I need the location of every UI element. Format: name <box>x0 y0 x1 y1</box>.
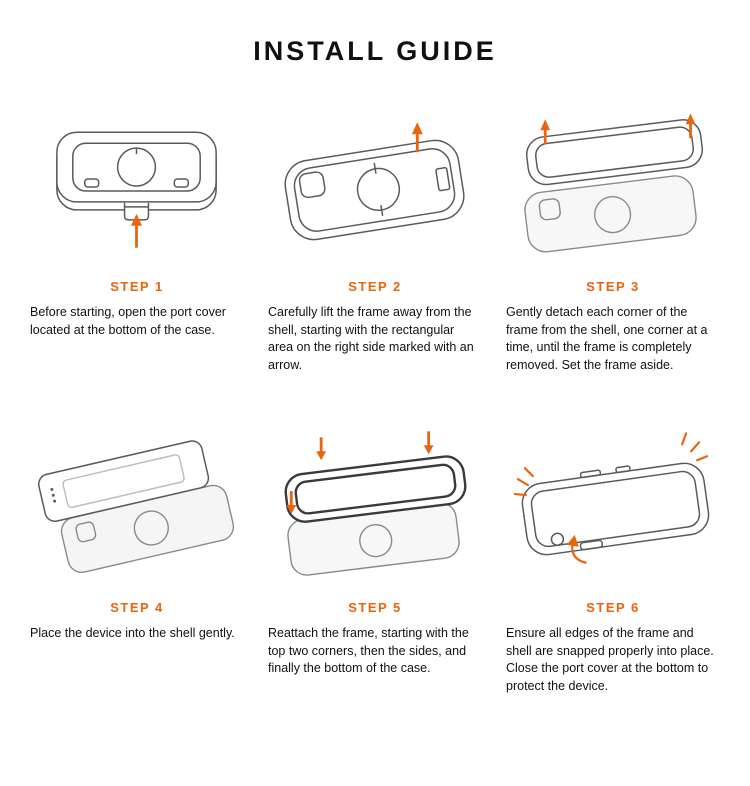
step-label: STEP 5 <box>348 600 402 615</box>
step4-diagram-svg <box>37 439 235 573</box>
step2-diagram-svg <box>284 121 465 240</box>
step6-diagram-svg <box>513 431 710 564</box>
step-description: Gently detach each corner of the frame f… <box>506 305 708 372</box>
page-title: INSTALL GUIDE <box>253 36 497 66</box>
step-label: STEP 6 <box>586 600 640 615</box>
device-into-shell-illustration <box>30 426 244 586</box>
frame-lift-from-shell-illustration <box>268 105 482 265</box>
assembled-case-snap-check-illustration <box>506 426 720 586</box>
step-description: Carefully lift the frame away from the s… <box>268 305 474 372</box>
install-guide-page: INSTALL GUIDE <box>0 36 750 695</box>
step-description: Reattach the frame, starting with the to… <box>268 626 469 675</box>
step-description: Place the device into the shell gently. <box>30 626 235 640</box>
step5-diagram-svg <box>284 430 467 576</box>
step-cell-6: STEP 6 Ensure all edges of the frame and… <box>506 426 720 695</box>
step-cell-1: STEP 1 Before starting, open the port co… <box>30 105 244 374</box>
up-arrow-icon <box>540 112 696 144</box>
step-label: STEP 1 <box>110 279 164 294</box>
frame-reattach-illustration <box>268 426 482 586</box>
step-cell-4: STEP 4 Place the device into the shell g… <box>30 426 244 695</box>
step-cell-5: STEP 5 Reattach the frame, starting with… <box>268 426 482 695</box>
up-arrow-icon <box>411 121 423 152</box>
step-cell-2: STEP 2 Carefully lift the frame away fro… <box>268 105 482 374</box>
step-label: STEP 3 <box>586 279 640 294</box>
step-label: STEP 4 <box>110 600 164 615</box>
step3-diagram-svg <box>524 112 704 252</box>
step-cell-3: STEP 3 Gently detach each corner of the … <box>506 105 720 374</box>
down-arrow-icon <box>286 430 434 514</box>
case-bottom-port-cover-open-illustration <box>30 105 244 265</box>
step-label: STEP 2 <box>348 279 402 294</box>
up-arrow-icon <box>131 213 142 248</box>
steps-grid: STEP 1 Before starting, open the port co… <box>30 105 720 695</box>
snap-tick-marks-icon <box>513 431 709 496</box>
step1-diagram-svg <box>56 131 217 248</box>
step-description: Ensure all edges of the frame and shell … <box>506 626 714 693</box>
step-description: Before starting, open the port cover loc… <box>30 305 226 337</box>
frame-corner-detach-illustration <box>506 105 720 265</box>
